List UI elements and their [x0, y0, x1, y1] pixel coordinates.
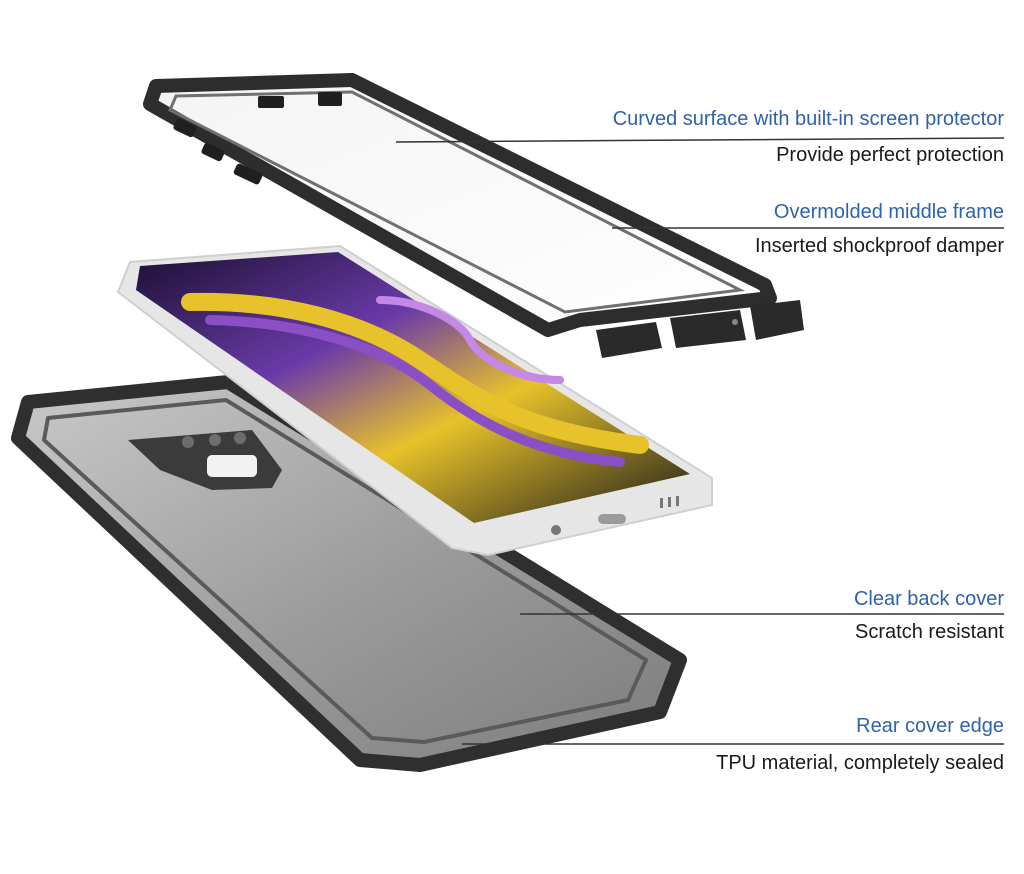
- callout-subtitle-screen-protector: Provide perfect protection: [776, 144, 1004, 166]
- charging-port: [551, 496, 679, 535]
- leader-line-screen-protector: [395, 137, 1005, 143]
- callout-title-middle-frame: Overmolded middle frame: [773, 201, 1004, 223]
- callout-title-back-cover: Clear back cover: [853, 588, 1004, 610]
- callout-subtitle-rear-edge: TPU material, completely sealed: [716, 752, 1004, 774]
- camera-cutout: [128, 430, 282, 490]
- side-buttons: [173, 118, 263, 185]
- callout-title-screen-protector: Curved surface with built-in screen prot…: [612, 108, 1004, 130]
- port-seal-plugs: [596, 300, 804, 358]
- callout-subtitle-back-cover: Scratch resistant: [855, 621, 1004, 643]
- callout-subtitle-middle-frame: Inserted shockproof damper: [754, 235, 1004, 257]
- wallpaper-swirl: [181, 292, 649, 467]
- front-screen-frame: [143, 73, 804, 358]
- sensor-cutouts: [258, 92, 342, 108]
- callout-title-rear-edge: Rear cover edge: [856, 715, 1004, 737]
- phone-device: [116, 244, 713, 557]
